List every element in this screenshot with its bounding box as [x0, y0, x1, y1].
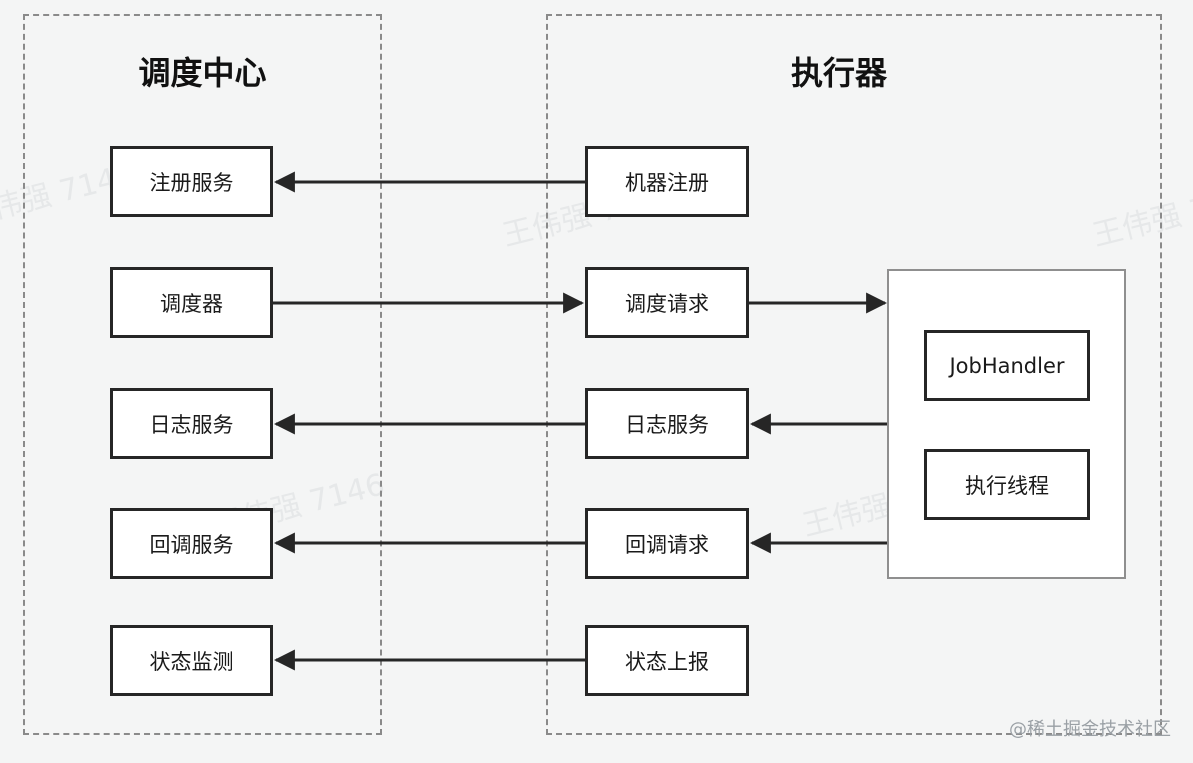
scheduler-title: 调度中心 [138, 54, 267, 92]
machine-registry-box[interactable]: 机器注册 [585, 146, 749, 217]
dispatch-request-box[interactable]: 调度请求 [585, 267, 749, 338]
exec-thread-box[interactable]: 执行线程 [924, 449, 1090, 520]
executor-title: 执行器 [790, 54, 887, 92]
executor-log-service-box[interactable]: 日志服务 [585, 388, 749, 459]
scheduler-group: 调度中心 [23, 14, 382, 735]
callback-service-box[interactable]: 回调服务 [110, 508, 273, 579]
status-monitor-box[interactable]: 状态监测 [110, 625, 273, 696]
executor-group: 执行器 [546, 14, 1162, 735]
callback-request-box[interactable]: 回调请求 [585, 508, 749, 579]
registry-service-box[interactable]: 注册服务 [110, 146, 273, 217]
footer-credit: @稀土掘金技术社区 [1009, 719, 1171, 740]
job-handler-box[interactable]: JobHandler [924, 330, 1090, 401]
scheduler-box[interactable]: 调度器 [110, 267, 273, 338]
handler-container [887, 269, 1126, 579]
log-service-box[interactable]: 日志服务 [110, 388, 273, 459]
status-report-box[interactable]: 状态上报 [585, 625, 749, 696]
